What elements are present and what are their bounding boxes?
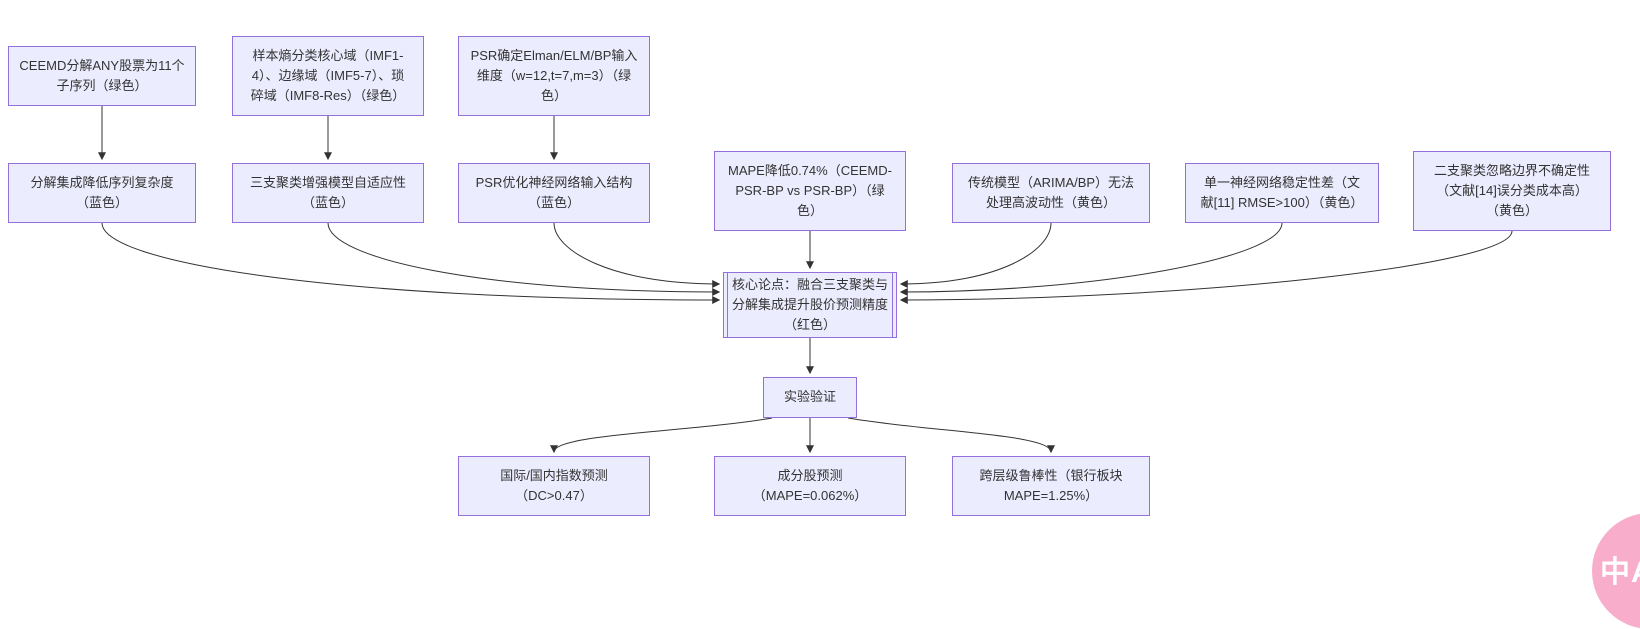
node-single-nn-limit: 单一神经网络稳定性差（文 献[11] RMSE>100）（黄色）	[1185, 163, 1379, 223]
node-traditional-limit: 传统模型（ARIMA/BP）无法 处理高波动性（黄色）	[952, 163, 1150, 223]
node-label: CEEMD分解ANY股票为11个 子序列（绿色）	[19, 57, 185, 93]
node-label: 实验验证	[783, 389, 836, 405]
node-label: 国际/国内指数预测 （DC>0.47）	[500, 467, 608, 503]
edge-two-way-to-core	[899, 230, 1513, 304]
node-two-way-limit: 二支聚类忽略边界不确定性 （文献[14]误分类成本高） （黄色）	[1413, 151, 1611, 231]
flowchart-canvas: CEEMD分解ANY股票为11个 子序列（绿色） 样本熵分类核心域（IMF1- …	[8, 36, 1640, 629]
node-index-prediction: 国际/国内指数预测 （DC>0.47）	[458, 456, 650, 516]
node-core-thesis: 核心论点：融合三支聚类与 分解集成提升股价预测精度 （红色）	[723, 272, 897, 338]
node-label: 成分股预测 （MAPE=0.062%）	[752, 467, 868, 503]
node-three-way-benefit: 三支聚类增强模型自适应性 （蓝色）	[232, 163, 424, 223]
node-mape-improve: MAPE降低0.74%（CEEMD- PSR-BP vs PSR-BP）（绿 色…	[714, 151, 906, 231]
node-label: 传统模型（ARIMA/BP）无法 处理高波动性（黄色）	[967, 174, 1135, 210]
translate-icon: 中A	[1600, 556, 1640, 589]
node-label: PSR确定Elman/ELM/BP输入 维度（w=12,t=7,m=3）（绿 色…	[470, 47, 638, 104]
node-label: 二支聚类忽略边界不确定性 （文献[14]误分类成本高） （黄色）	[1433, 162, 1590, 219]
node-ceemd-decompose: CEEMD分解ANY股票为11个 子序列（绿色）	[8, 46, 196, 106]
edge-decompose-benefit-to-core	[101, 222, 721, 304]
node-label: MAPE降低0.74%（CEEMD- PSR-BP vs PSR-BP）（绿 色…	[728, 162, 892, 219]
node-constituent-prediction: 成分股预测 （MAPE=0.062%）	[714, 456, 906, 516]
node-psr-benefit: PSR优化神经网络输入结构 （蓝色）	[458, 163, 650, 223]
node-cross-level-robustness: 跨层级鲁棒性（银行板块 MAPE=1.25%）	[952, 456, 1150, 516]
node-label: 核心论点：融合三支聚类与 分解集成提升股价预测精度 （红色）	[731, 276, 888, 333]
node-label: 分解集成降低序列复杂度 （蓝色）	[30, 174, 174, 210]
edge-experiment-to-robustness	[847, 417, 1055, 454]
edge-psr-benefit-to-core	[553, 222, 721, 288]
node-label: 单一神经网络稳定性差（文 献[11] RMSE>100）（黄色）	[1200, 174, 1364, 210]
translate-widget-button[interactable]: 中A	[1592, 513, 1640, 629]
node-label: 跨层级鲁棒性（银行板块 MAPE=1.25%）	[979, 467, 1123, 503]
node-sample-entropy: 样本熵分类核心域（IMF1- 4）、边缘域（IMF5-7）、琐 碎域（IMF8-…	[232, 36, 424, 116]
node-label: 样本熵分类核心域（IMF1- 4）、边缘域（IMF5-7）、琐 碎域（IMF8-…	[250, 47, 406, 104]
edge-experiment-to-index-prediction	[550, 417, 773, 454]
node-label: PSR优化神经网络输入结构 （蓝色）	[475, 174, 633, 210]
node-label: 三支聚类增强模型自适应性 （蓝色）	[249, 174, 406, 210]
edge-single-nn-to-core	[899, 222, 1283, 296]
edge-traditional-to-core	[899, 222, 1052, 288]
node-experiment-validation: 实验验证	[763, 377, 857, 418]
node-psr-input-dim: PSR确定Elman/ELM/BP输入 维度（w=12,t=7,m=3）（绿 色…	[458, 36, 650, 116]
edge-three-way-benefit-to-core	[327, 222, 721, 296]
node-decompose-benefit: 分解集成降低序列复杂度 （蓝色）	[8, 163, 196, 223]
